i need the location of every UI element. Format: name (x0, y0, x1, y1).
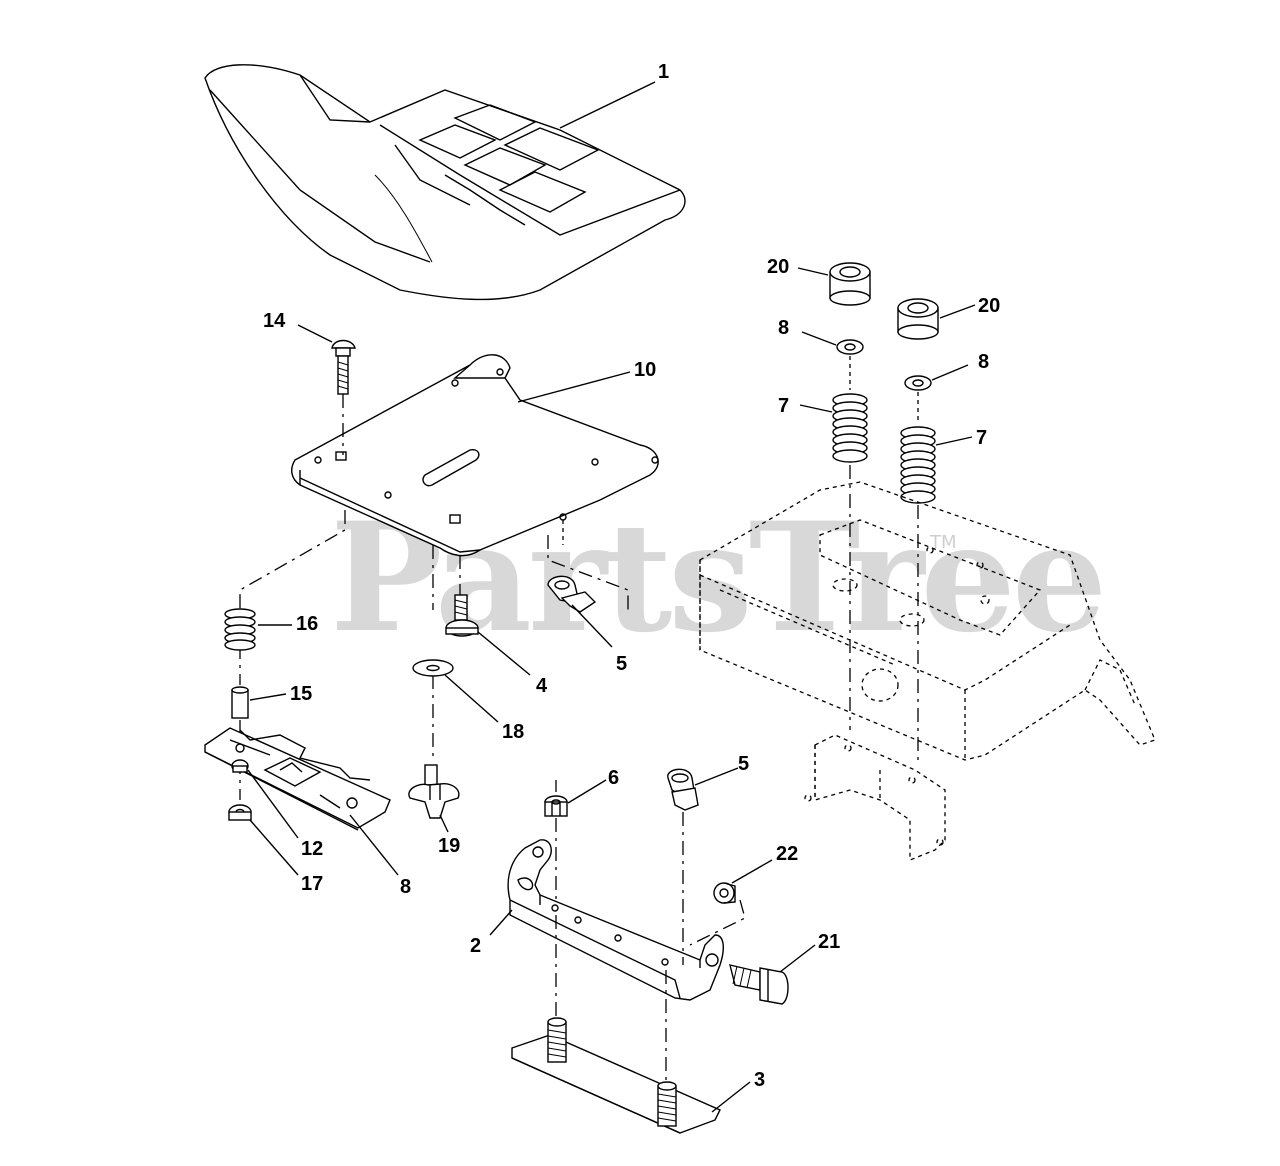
leader-3 (711, 1081, 751, 1113)
seat-pan[interactable] (291, 354, 659, 557)
leader-8a (801, 331, 837, 346)
leader-13 (247, 769, 299, 839)
callout-20-left[interactable]: 20 (767, 256, 789, 278)
wing-knob-19[interactable] (408, 764, 460, 819)
seat[interactable] (204, 64, 686, 301)
leader-20a (797, 267, 829, 276)
spacer-20-right[interactable] (897, 298, 939, 340)
leader-22 (731, 859, 773, 884)
callout-13[interactable]: 12 (301, 838, 323, 860)
nut-8-left[interactable] (836, 339, 864, 355)
callout-21[interactable]: 21 (818, 931, 840, 953)
callout-5-upper[interactable]: 5 (616, 653, 627, 675)
callout-7-left[interactable]: 7 (778, 395, 789, 417)
leader-7b (935, 436, 973, 446)
locknut-17[interactable] (228, 804, 252, 821)
callout-12[interactable]: 8 (400, 876, 411, 898)
leader-2 (489, 909, 513, 936)
callout-8-left[interactable]: 8 (778, 317, 789, 339)
nut-8-right[interactable] (904, 375, 932, 391)
callout-7-right[interactable]: 7 (976, 427, 987, 449)
leader-14 (297, 324, 333, 343)
callout-17[interactable]: 17 (301, 873, 323, 895)
spacer-20-left[interactable] (829, 262, 871, 306)
shoulder-bolt-21[interactable] (729, 964, 789, 1005)
callout-22[interactable]: 22 (776, 843, 798, 865)
slide-bracket[interactable] (204, 727, 391, 831)
hinge-bracket[interactable] (507, 839, 724, 1001)
spring-16[interactable] (224, 608, 256, 651)
leader-1 (559, 81, 656, 129)
clip-5-lower[interactable] (667, 768, 699, 811)
leader-8b (931, 364, 969, 381)
leader-5b (694, 767, 739, 786)
leader-5a (571, 604, 613, 648)
callout-15[interactable]: 15 (290, 683, 312, 705)
callout-3[interactable]: 3 (754, 1069, 765, 1091)
spring-7-right[interactable] (900, 426, 936, 504)
frame (699, 481, 1156, 861)
clip-5-upper[interactable] (547, 575, 597, 613)
base-plate[interactable] (511, 1017, 721, 1134)
callout-4[interactable]: 4 (536, 675, 548, 697)
bushing-22[interactable] (713, 882, 736, 904)
leader-6 (567, 779, 607, 804)
nut-13[interactable] (231, 759, 249, 773)
spacer-15[interactable] (231, 686, 249, 719)
leader-4 (477, 631, 531, 676)
callout-10[interactable]: 10 (634, 359, 656, 381)
callout-16[interactable]: 16 (296, 613, 318, 635)
callout-18[interactable]: 18 (502, 721, 524, 743)
callout-20-right[interactable]: 20 (978, 295, 1000, 317)
leader-18 (444, 674, 499, 723)
shoulder-bolt-4[interactable] (445, 594, 479, 637)
leader-15 (249, 693, 287, 701)
callout-6[interactable]: 6 (608, 767, 619, 789)
washer-18[interactable] (412, 659, 454, 677)
callout-5-lower[interactable]: 5 (738, 753, 749, 775)
watermark-trademark: TM (929, 532, 957, 553)
callout-2[interactable]: 2 (470, 935, 481, 957)
leader-21 (779, 944, 816, 973)
leader-17 (249, 819, 299, 876)
callout-19[interactable]: 19 (438, 835, 460, 857)
hex-nut-6[interactable] (544, 795, 568, 817)
carriage-bolt[interactable] (331, 339, 356, 395)
callout-1[interactable]: 1 (658, 61, 669, 83)
callout-8-right[interactable]: 8 (978, 351, 989, 373)
leader-7a (799, 404, 833, 413)
leader-10 (517, 371, 631, 403)
leader-12 (349, 814, 399, 876)
spring-7-left[interactable] (832, 393, 868, 463)
callout-14[interactable]: 14 (263, 310, 286, 332)
leader-20b (939, 304, 976, 319)
leader-19 (439, 814, 449, 833)
